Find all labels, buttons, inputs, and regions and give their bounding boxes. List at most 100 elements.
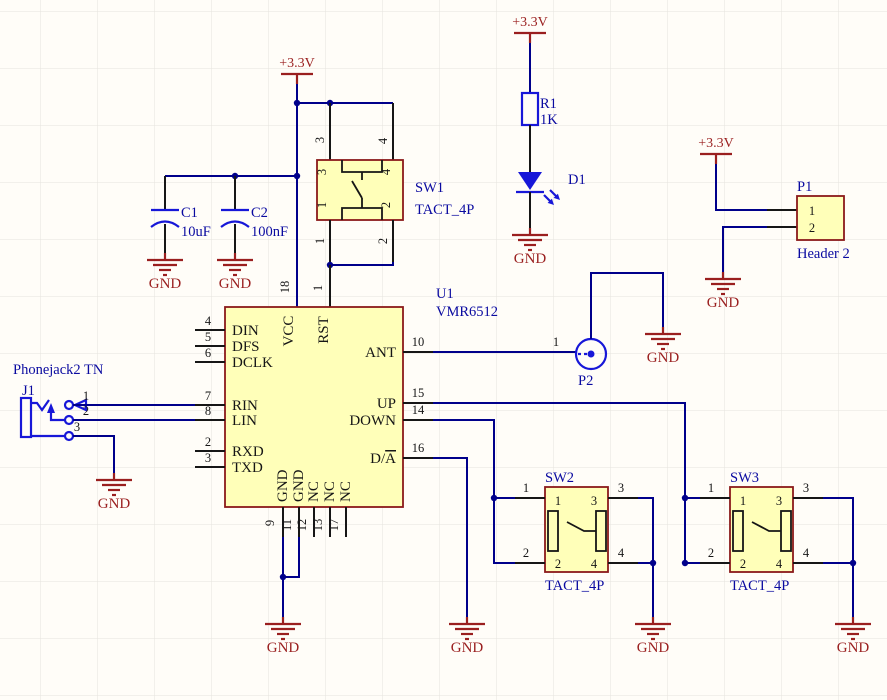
wire-up-net[interactable] [433,402,686,563]
gnd-port-sw2[interactable]: GND [633,615,673,656]
u1-pin8-number: 8 [205,404,211,418]
sw1-value: TACT_4P [415,202,474,218]
u1-pin-name-da: D/A [370,451,396,467]
wire-sw3-to-gnd[interactable] [823,497,854,617]
sw3-inner-pin1: 1 [740,494,746,508]
wire-da-to-gnd[interactable] [433,457,468,617]
sw2-inner-pin3: 3 [591,494,597,508]
u1-pin5-number: 5 [205,330,211,344]
junction-dot [293,172,301,180]
sw3-pin2-number: 2 [708,546,714,560]
sw2-value: TACT_4P [545,578,604,594]
gnd-port-da[interactable]: GND [447,615,487,656]
u1-pin11-number: 11 [280,519,294,531]
wire-p2-shell-to-gnd[interactable] [590,272,664,339]
capacitor-c1[interactable]: C1 10uF [150,176,211,253]
sw1-pin1-number: 1 [313,238,327,244]
wire-p1-to-gnd[interactable] [722,226,767,272]
u1-pin-name-ant: ANT [365,345,396,361]
sw3-inner-pin4: 4 [776,557,783,571]
led-d1[interactable]: D1 [516,172,586,205]
u1-pin1-number: 1 [311,285,325,291]
switch-sw2[interactable]: SW2 1 3 2 4 1 2 3 4 TACT_4P [515,470,638,594]
gnd-port-u1[interactable]: GND [263,615,303,656]
gnd-label: GND [514,251,547,267]
sw3-pin1-number: 1 [708,481,714,495]
sw1-pin4-number: 4 [376,137,390,144]
u1-pin-name-dfs: DFS [232,339,260,355]
sw1-pin3-number: 3 [313,137,327,143]
u1-pin10-number: 10 [412,335,425,349]
gnd-port-p1[interactable]: GND [703,270,743,311]
switch-sw3[interactable]: SW3 1 3 2 4 1 2 3 4 TACT_4P [700,470,823,594]
gnd-label: GND [149,276,182,292]
u1-pin14-number: 14 [412,403,425,417]
power-label: +3.3V [698,136,734,151]
u1-pin-name-rst: RST [316,316,332,344]
sw2-designator: SW2 [545,470,574,486]
junction-dot [279,573,287,581]
j1-designator: J1 [22,383,35,399]
u1-pin7-number: 7 [205,389,211,403]
gnd-label: GND [637,640,670,656]
gnd-label: GND [98,496,131,512]
u1-pin-name-txd: TXD [232,460,263,476]
capacitor-c2[interactable]: C2 100nF [220,176,288,253]
u1-pin-name-din: DIN [232,323,259,339]
wire-j1-to-gnd[interactable] [73,435,115,473]
sw1-inner-pin2: 2 [379,202,393,208]
sw1-designator: SW1 [415,180,444,196]
header-p1[interactable]: 1 2 P1 Header 2 [767,179,850,262]
wire-sw1-pins-join[interactable] [330,262,394,266]
u1-pin2-number: 2 [205,435,211,449]
sw1-inner-pin4: 4 [379,168,393,175]
gnd-port-c2[interactable]: GND [215,251,255,292]
u1-designator: U1 [436,286,454,302]
sw1-inner-pin3: 3 [315,169,329,175]
wire-u1-gnd2-join[interactable] [283,537,300,578]
power-port-vcc-main[interactable]: +3.3V [279,56,315,86]
gnd-label: GND [267,640,300,656]
gnd-port-j1[interactable]: GND [94,471,134,512]
power-label: +3.3V [512,15,548,30]
switch-sw1[interactable]: 3 4 3 4 1 2 1 2 SW1 TACT_4P [313,103,474,265]
sw3-inner-pin2: 2 [740,557,746,571]
p2-pin1-number: 1 [553,335,559,349]
c2-value: 100nF [251,224,288,240]
gnd-label: GND [707,295,740,311]
wire-vcc-to-p1[interactable] [715,164,767,211]
ic-u1[interactable]: U1 VMR6512 4 5 6 7 8 2 3 DIN DFS DCLK RI… [195,286,498,537]
u1-pin13-number: 13 [311,519,325,532]
u1-pin12-number: 12 [295,519,309,532]
p1-pin2-number: 2 [809,221,815,235]
j1-pin1-number: 1 [83,389,89,403]
u1-pin-name-down: DOWN [349,413,396,429]
gnd-port-d1[interactable]: GND [510,226,550,267]
u1-pin-name-gnd2: GND [291,469,307,502]
junction-dot [490,494,498,502]
sw2-pin2-number: 2 [523,546,529,560]
c2-designator: C2 [251,205,268,221]
u1-pin6-number: 6 [205,346,211,360]
wire-down-net[interactable] [433,419,515,564]
power-port-vcc-r1[interactable]: +3.3V [512,15,548,45]
u1-pin-name-nc3: NC [338,481,354,502]
junction-dot [649,559,657,567]
u1-pin17-number: 17 [327,519,341,532]
u1-pin-name-up: UP [377,396,396,412]
junction-dot [849,559,857,567]
gnd-label: GND [647,350,680,366]
gnd-port-sw3[interactable]: GND [833,615,873,656]
sw1-inner-pin1: 1 [315,202,329,208]
j1-value: Phonejack2 TN [13,362,104,378]
u1-pin-name-rin: RIN [232,398,258,414]
gnd-port-c1[interactable]: GND [145,251,185,292]
power-port-vcc-p1[interactable]: +3.3V [698,136,734,166]
sw1-pin2-number: 2 [376,238,390,244]
u1-pin-name-nc2: NC [322,481,338,502]
gnd-port-p2[interactable]: GND [643,325,683,366]
sw3-designator: SW3 [730,470,759,486]
wire-sw2-to-gnd[interactable] [638,497,654,617]
junction-dot [681,494,689,502]
